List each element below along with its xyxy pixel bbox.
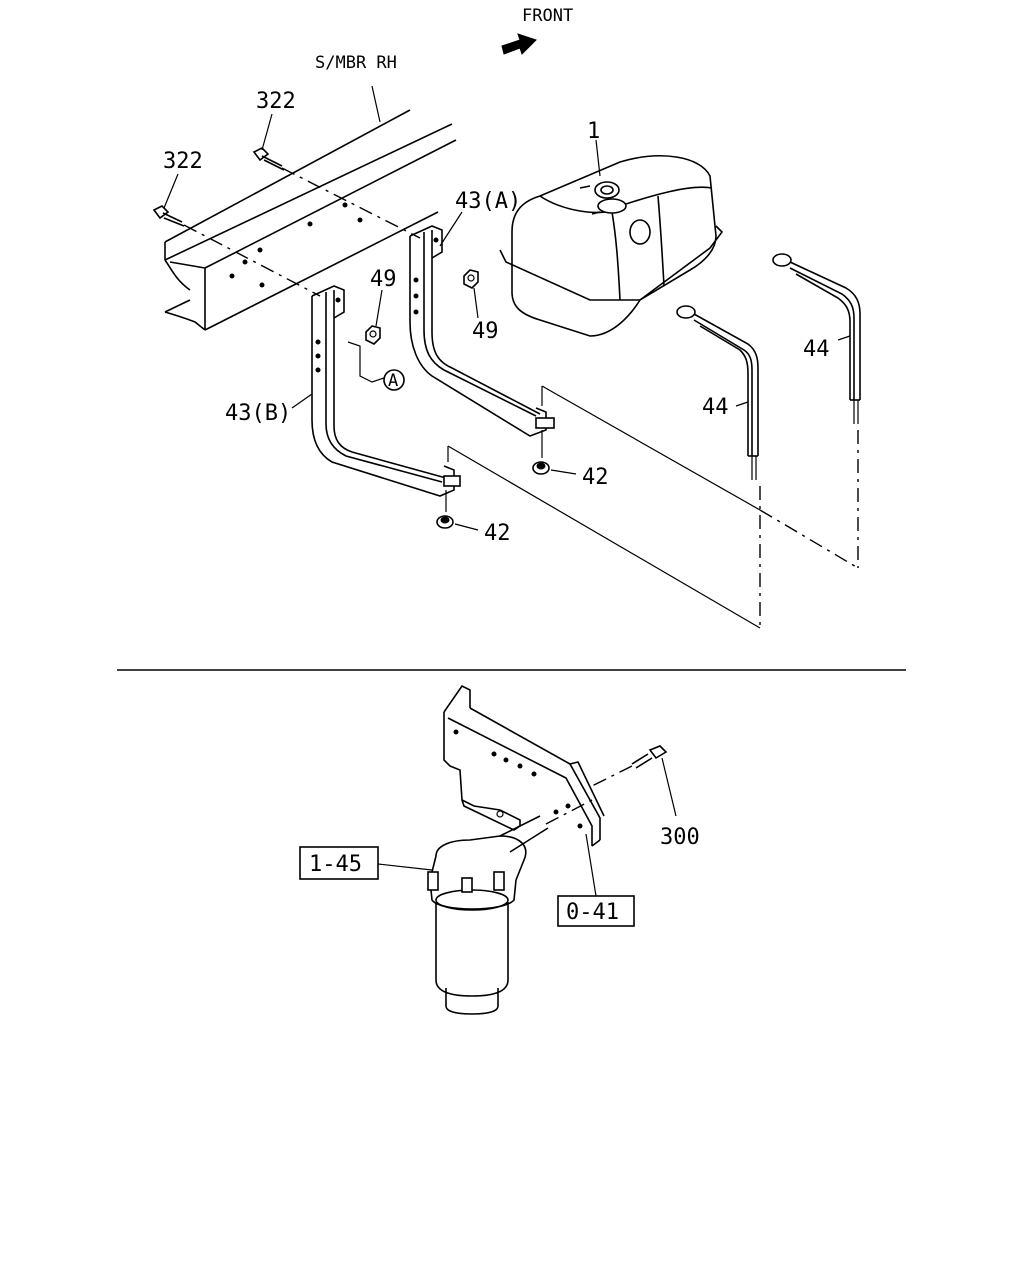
strap-44-front-label: 44 [702,395,729,420]
front-label: FRONT [522,6,573,26]
fuel-filter [427,815,549,1015]
bolt-322-upper-label: 322 [256,89,296,114]
strap-44-rear [772,253,861,424]
ref-box-bracket-leader [585,833,597,897]
nut-49-upper-leader [473,287,479,319]
bolt-322-lower-label: 322 [163,149,203,174]
bracket-43a-label: 43(A) [455,189,521,214]
fuel-tank-leader [595,139,601,177]
ref-box-bracket [557,895,635,927]
side-member-rail [164,109,457,331]
ref-box-fuel-filter-label: 1-45 [309,852,362,877]
bracket-43b-label: 43(B) [225,401,291,426]
nut-42-lower-label: 42 [484,521,511,546]
nut-42-upper-leader [550,469,577,475]
bolt-322-lower-leader [163,173,179,209]
member-label: S/MBR RH [315,53,397,73]
filter-mounting-bracket [443,684,605,847]
ref-box-bracket-label: 0-41 [566,900,619,925]
ref-box-fuel-filter-leader [377,863,433,871]
ref-box-fuel-filter [299,846,379,880]
bolt-300-leader [661,757,677,817]
bolt-322-upper [252,147,285,171]
strap-44-rear-label: 44 [803,337,830,362]
strap-44-front [676,305,759,480]
bolt-300 [631,745,668,769]
nut-49-upper [463,269,479,289]
ref-a-label: A [388,371,398,391]
nut-42-upper-label: 42 [582,465,609,490]
bracket-43b-leader [291,393,313,409]
nut-42-lower-leader [454,523,479,531]
bolt-300-label: 300 [660,825,700,850]
strap-44-rear-leader [837,335,851,341]
ref-a-leader [347,341,385,383]
nut-42-upper [532,461,550,475]
nut-49-lower-leader [375,289,383,327]
bolt-322-upper-leader [261,113,273,151]
fuel-tank-label: 1 [587,119,600,144]
nut-42-lower [436,515,454,529]
guide-strap-rear-diagonal [759,509,859,569]
bracket-43b [311,285,461,497]
guide-bracket-a-to-strap [541,385,761,511]
align-line-bolt-upper [281,167,421,239]
front-arrow-icon [501,33,537,55]
bolt-322-lower [152,205,185,227]
bracket-43a [409,225,555,437]
guide-bracket-b-to-strap [447,445,761,629]
bracket-43a-leader [439,211,463,247]
member-leader [371,85,381,123]
bolt-300-axis [591,765,633,787]
ref-a-marker: A [383,369,405,391]
strap-44-front-leader [735,401,749,407]
nut-49-lower-label: 49 [370,267,397,292]
fuel-tank [499,155,724,337]
filter-axis-line [545,799,593,825]
nut-49-upper-label: 49 [472,319,499,344]
align-line-bolt-lower [183,224,321,297]
nut-49-lower [365,325,381,345]
